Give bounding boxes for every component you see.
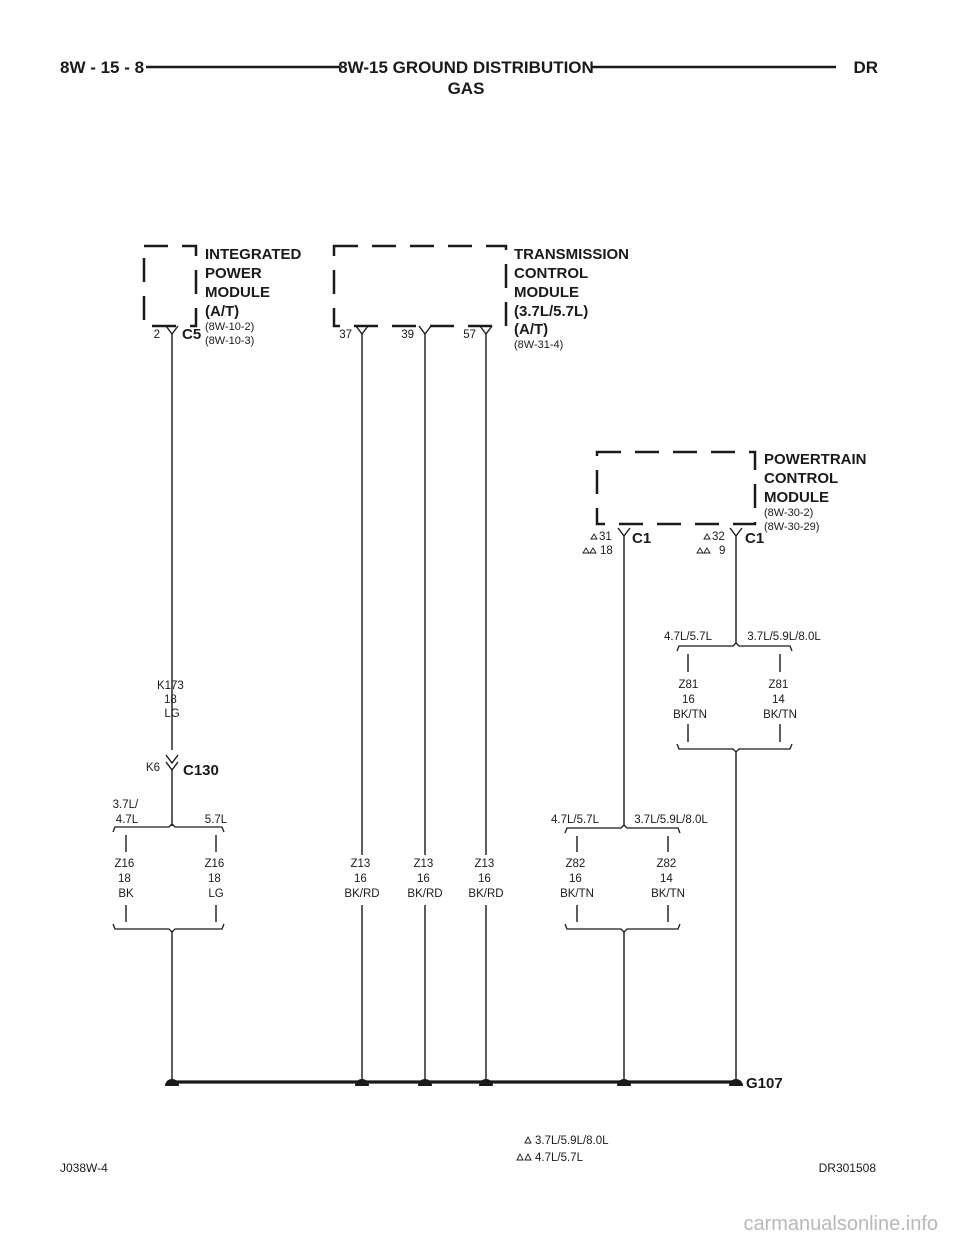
integrated-power-module: INTEGRATED POWER MODULE (A/T) (8W-10-2) … <box>142 244 306 347</box>
splice-dot <box>479 1079 493 1086</box>
tcm-pin-37: 37 <box>339 329 352 341</box>
double-triangle-icon <box>696 547 711 554</box>
pcm-z81-circuit: 4.7L/5.7L 3.7L/5.9L/8.0L Z81 16 BK/TN Z8… <box>664 536 821 1080</box>
ipm-pin: 2 <box>154 329 160 341</box>
c130-terminal-upper <box>165 754 179 765</box>
page-header: 8W - 15 - 8 8W-15 GROUND DISTRIBUTION DR… <box>60 58 878 98</box>
double-triangle-icon <box>582 547 597 554</box>
tcm-terminal-39 <box>418 325 432 336</box>
pcm-lower-split-left: 4.7L/5.7L <box>551 814 600 826</box>
single-triangle-icon <box>524 1135 532 1144</box>
pcm-refs: (8W-30-2) (8W-30-29) <box>764 507 819 533</box>
splice-dot <box>418 1079 432 1086</box>
double-triangle-icon <box>516 1152 532 1161</box>
wire-z16-right-label: Z16 18 LG <box>204 858 227 900</box>
footer-left-code: J038W-4 <box>60 1161 108 1175</box>
watermark: carmanualsonline.info <box>743 1213 938 1235</box>
pcm-lower-join-bracket <box>564 923 681 933</box>
pcm-pin-a-single: 31 <box>599 531 612 543</box>
splice-dot <box>165 1079 179 1086</box>
powertrain-control-module: POWERTRAIN CONTROL MODULE (8W-30-2) (8W-… <box>582 450 871 557</box>
wire-z13-39-label: Z13 16 BK/RD <box>407 858 442 900</box>
pcm-upper-split-left: 4.7L/5.7L <box>664 631 713 643</box>
pcm-lower-split-right: 3.7L/5.9L/8.0L <box>634 814 708 826</box>
ipm-box <box>142 244 198 328</box>
pcm-upper-split-right: 3.7L/5.9L/8.0L <box>747 631 821 643</box>
pcm-upper-split-bracket <box>676 642 793 652</box>
pcm-connector-b: C1 <box>745 530 764 547</box>
c130-pin: K6 <box>146 762 160 774</box>
single-triangle-icon <box>703 533 711 540</box>
splice-dot <box>355 1079 369 1086</box>
ipm-split-bracket <box>112 823 225 833</box>
wire-k173-label: K173 18 LG <box>157 680 187 720</box>
wire-z13-57-label: Z13 16 BK/RD <box>468 858 503 900</box>
tcm-title: TRANSMISSION CONTROL MODULE (3.7L/5.7L) … <box>514 246 633 338</box>
splice-dot <box>729 1079 743 1086</box>
ipm-connector: C5 <box>182 326 201 343</box>
pcm-terminal-b <box>729 527 743 538</box>
ipm-split-left: 3.7L/ 4.7L <box>113 799 142 826</box>
ipm-join-bracket <box>112 923 225 933</box>
pcm-pin-b-double: 9 <box>719 545 725 557</box>
ground-bus: G107 <box>165 1075 783 1092</box>
wire-z82-left-label: Z82 16 BK/TN <box>560 858 594 900</box>
page-footer: J038W-4 DR301508 <box>60 1161 876 1175</box>
c130-connector: C130 <box>183 762 219 779</box>
section-code: DR <box>853 58 878 77</box>
pcm-pin-b-single: 32 <box>712 531 725 543</box>
tcm-box <box>332 244 508 328</box>
pcm-terminal-a <box>617 527 631 538</box>
pcm-lower-split-bracket <box>564 824 681 834</box>
tcm-circuits: Z13 16 BK/RD Z13 16 BK/RD Z13 16 BK/RD <box>344 334 504 1080</box>
legend: 3.7L/5.9L/8.0L 4.7L/5.7L <box>516 1135 609 1164</box>
pcm-connector-a: C1 <box>632 530 651 547</box>
ipm-circuit: K173 18 LG K6 C130 3.7L/ 4.7L 5.7L Z16 1… <box>112 334 228 1080</box>
pcm-box <box>595 450 757 526</box>
wire-z13-37-label: Z13 16 BK/RD <box>344 858 379 900</box>
tcm-pin-39: 39 <box>401 329 414 341</box>
pcm-pin-a-double: 18 <box>600 545 613 557</box>
pcm-title: POWERTRAIN CONTROL MODULE <box>764 451 871 506</box>
tcm-ref: (8W-31-4) <box>514 339 563 351</box>
pcm-upper-join-bracket <box>676 743 793 753</box>
wire-z82-right-label: Z82 14 BK/TN <box>651 858 685 900</box>
splice-dot <box>617 1079 631 1086</box>
legend-single-text: 3.7L/5.9L/8.0L <box>535 1135 609 1147</box>
pcm-z82-circuit: 4.7L/5.7L 3.7L/5.9L/8.0L Z82 16 BK/TN Z8… <box>551 536 708 1080</box>
footer-right-code: DR301508 <box>819 1161 877 1175</box>
page-title: 8W-15 GROUND DISTRIBUTION <box>338 58 594 77</box>
legend-double-text: 4.7L/5.7L <box>535 1152 584 1164</box>
ground-splice-dots <box>165 1079 743 1086</box>
transmission-control-module: TRANSMISSION CONTROL MODULE (3.7L/5.7L) … <box>332 244 633 351</box>
single-triangle-icon <box>590 533 598 540</box>
tcm-pin-57: 57 <box>463 329 476 341</box>
wire-z16-left-label: Z16 18 BK <box>114 858 137 900</box>
ipm-split-right: 5.7L <box>205 814 228 826</box>
page-number: 8W - 15 - 8 <box>60 58 144 77</box>
wire-z81-left-label: Z81 16 BK/TN <box>673 679 707 721</box>
ipm-refs: (8W-10-2) (8W-10-3) <box>205 321 257 347</box>
page-subtitle: GAS <box>448 79 485 98</box>
ipm-title: INTEGRATED POWER MODULE (A/T) <box>205 246 306 320</box>
wire-z81-right-label: Z81 14 BK/TN <box>763 679 797 721</box>
ground-name: G107 <box>746 1075 783 1092</box>
